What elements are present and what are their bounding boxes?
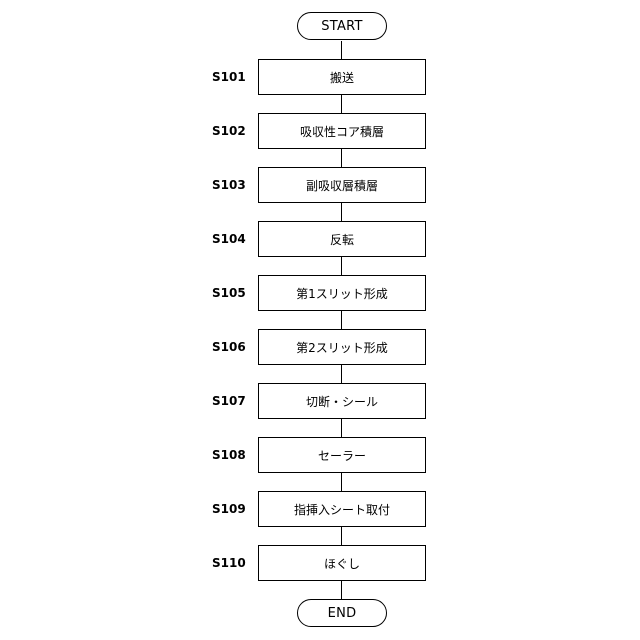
- connector-s105-s106: [341, 311, 342, 329]
- connector-s101-s102: [341, 95, 342, 113]
- connector-s110-end: [341, 581, 342, 599]
- step-id-s109: S109: [212, 501, 252, 517]
- step-text-s107: 切断・シール: [306, 393, 378, 410]
- step-id-s105: S105: [212, 285, 252, 301]
- step-text-s108: セーラー: [318, 447, 366, 464]
- end-terminal: END: [297, 599, 387, 627]
- step-box-s101: 搬送: [258, 59, 426, 95]
- step-text-s109: 指挿入シート取付: [294, 501, 390, 518]
- step-id-s103: S103: [212, 177, 252, 193]
- connector-start-s101: [341, 41, 342, 59]
- connector-s109-s110: [341, 527, 342, 545]
- connector-s107-s108: [341, 419, 342, 437]
- step-box-s102: 吸収性コア積層: [258, 113, 426, 149]
- connector-s102-s103: [341, 149, 342, 167]
- step-id-s106: S106: [212, 339, 252, 355]
- connector-s103-s104: [341, 203, 342, 221]
- step-id-s107: S107: [212, 393, 252, 409]
- step-text-s110: ほぐし: [324, 555, 360, 572]
- step-text-s105: 第1スリット形成: [296, 285, 388, 302]
- step-id-s101: S101: [212, 69, 252, 85]
- connector-s106-s107: [341, 365, 342, 383]
- step-box-s103: 副吸収層積層: [258, 167, 426, 203]
- step-box-s108: セーラー: [258, 437, 426, 473]
- step-text-s101: 搬送: [330, 69, 354, 86]
- step-text-s104: 反転: [330, 231, 354, 248]
- step-box-s104: 反転: [258, 221, 426, 257]
- start-terminal: START: [297, 12, 387, 40]
- end-label: END: [328, 606, 357, 621]
- connector-s108-s109: [341, 473, 342, 491]
- step-text-s103: 副吸収層積層: [306, 177, 378, 194]
- step-box-s105: 第1スリット形成: [258, 275, 426, 311]
- step-id-s108: S108: [212, 447, 252, 463]
- step-text-s106: 第2スリット形成: [296, 339, 388, 356]
- step-text-s102: 吸収性コア積層: [300, 123, 384, 140]
- step-id-s104: S104: [212, 231, 252, 247]
- step-box-s109: 指挿入シート取付: [258, 491, 426, 527]
- step-box-s110: ほぐし: [258, 545, 426, 581]
- start-label: START: [321, 19, 363, 34]
- connector-s104-s105: [341, 257, 342, 275]
- step-id-s110: S110: [212, 555, 252, 571]
- step-box-s107: 切断・シール: [258, 383, 426, 419]
- step-box-s106: 第2スリット形成: [258, 329, 426, 365]
- step-id-s102: S102: [212, 123, 252, 139]
